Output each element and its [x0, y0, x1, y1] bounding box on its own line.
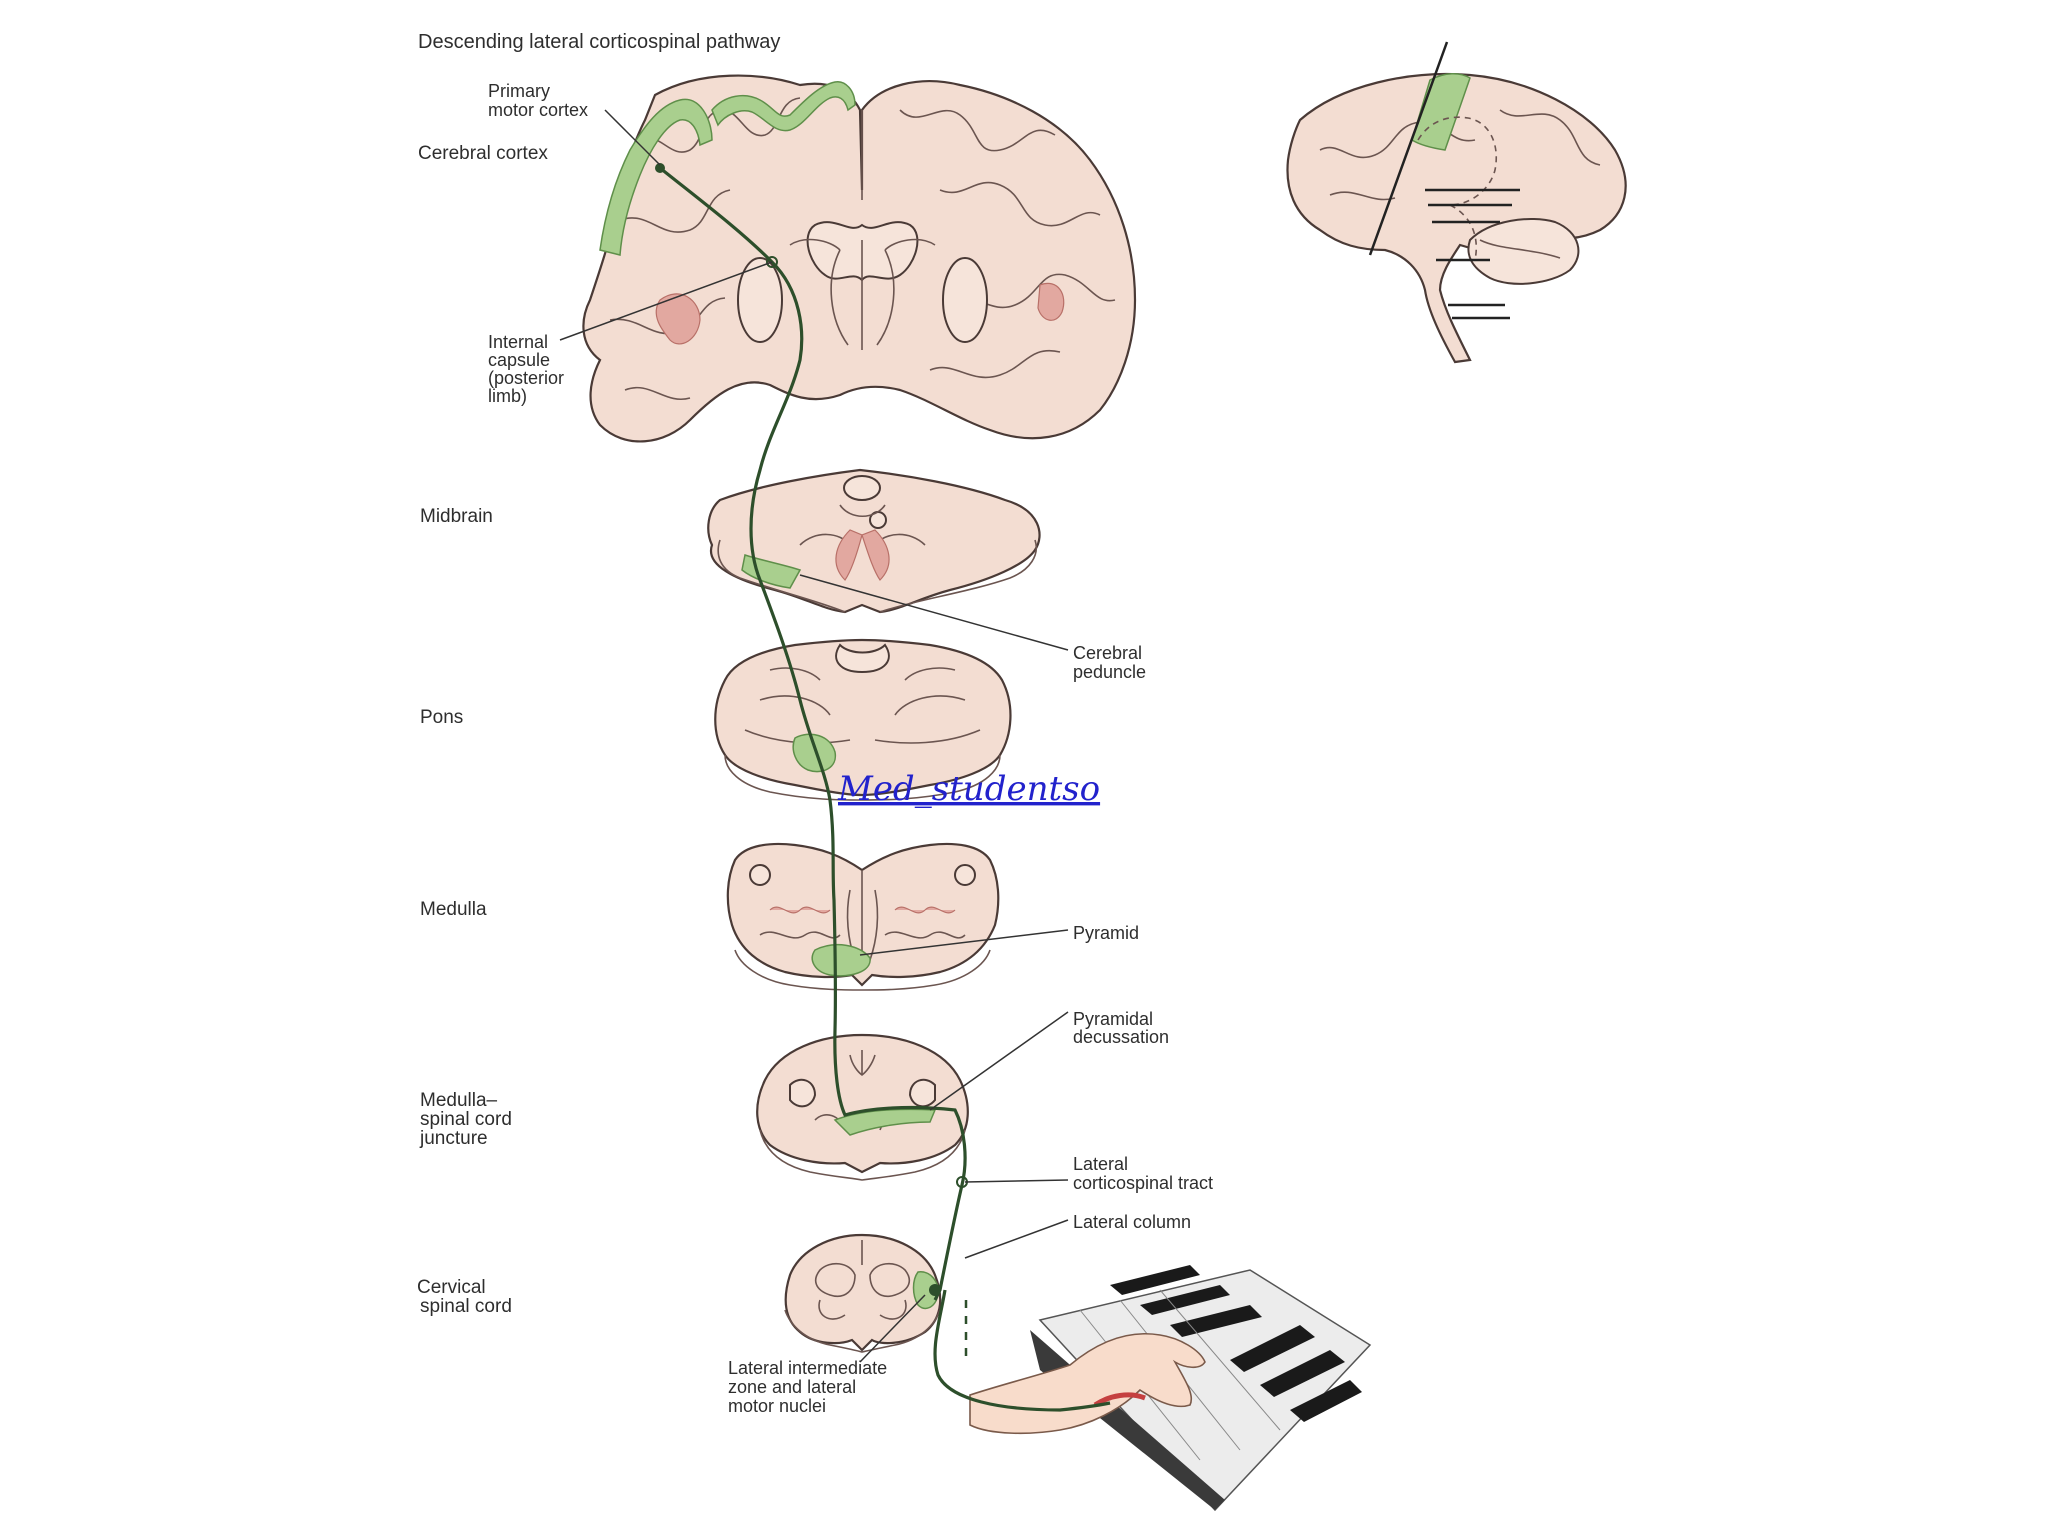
label-internal-capsule-line-4: limb): [488, 386, 527, 406]
label-midbrain: Midbrain: [420, 506, 493, 527]
label-cervical-line-2: spinal cord: [420, 1296, 512, 1317]
label-internal-capsule-line-2: capsule: [488, 350, 550, 370]
motor-neuron-soma: [655, 163, 665, 173]
lateral-brain-inset: [1286, 41, 1627, 364]
label-juncture-line-2: spinal cord: [420, 1109, 512, 1130]
motor-nerve-to-hand: [933, 1289, 1111, 1412]
label-lateral-tract-line-1: Lateral: [1073, 1154, 1128, 1174]
label-intermediate-line-2: zone and lateral: [728, 1377, 856, 1397]
label-pons: Pons: [420, 707, 463, 728]
watermark-text: Med_studentso: [837, 769, 1100, 809]
label-internal-capsule-line-1: Internal: [488, 332, 548, 352]
diagram-title: Descending lateral corticospinal pathway: [418, 31, 780, 53]
label-pyramid: Pyramid: [1073, 923, 1139, 943]
piano-and-hand-illustration: [969, 1265, 1372, 1512]
label-cervical-line-1: Cervical: [417, 1277, 486, 1298]
lower-motor-neuron-soma: [929, 1284, 941, 1296]
label-intermediate-line-1: Lateral intermediate: [728, 1358, 887, 1378]
label-medulla: Medulla: [420, 899, 487, 920]
label-primary-motor-line-1: Primary: [488, 81, 550, 101]
label-juncture-line-1: Medulla–: [420, 1090, 498, 1111]
label-internal-capsule-line-3: (posterior: [488, 368, 564, 388]
label-primary-motor-line-2: motor cortex: [488, 100, 588, 120]
medulla-spinal-juncture-section: [756, 1033, 969, 1181]
cerebral-cortex-section: [582, 74, 1137, 443]
label-intermediate-line-3: motor nuclei: [728, 1396, 826, 1416]
medulla-section: [726, 842, 1000, 991]
label-decussation-line-2: decussation: [1073, 1027, 1169, 1047]
label-decussation-line-1: Pyramidal: [1073, 1009, 1153, 1029]
label-lateral-column: Lateral column: [1073, 1212, 1191, 1232]
pons-section: [714, 638, 1012, 801]
midbrain-section: [707, 468, 1041, 614]
label-cerebral-peduncle-line-2: peduncle: [1073, 662, 1146, 682]
cervical-spinal-cord-section: [784, 1233, 942, 1353]
label-juncture-line-3: juncture: [419, 1128, 488, 1149]
label-cerebral-cortex: Cerebral cortex: [418, 143, 548, 164]
label-lateral-tract-line-2: corticospinal tract: [1073, 1173, 1213, 1193]
corticospinal-pathway-line: [659, 166, 967, 1301]
label-cerebral-peduncle-line-1: Cerebral: [1073, 643, 1142, 663]
